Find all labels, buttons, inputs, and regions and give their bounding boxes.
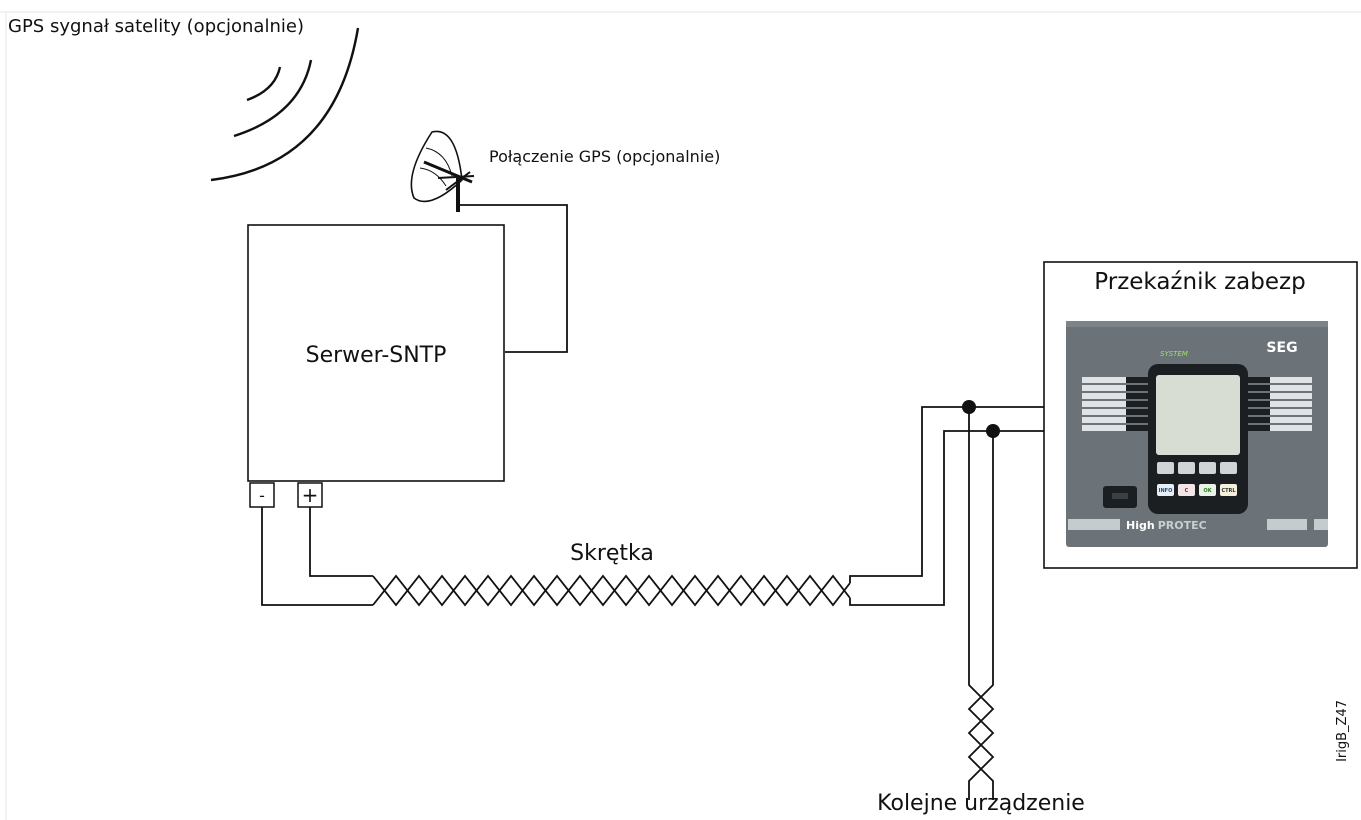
softkeys	[1157, 462, 1237, 474]
gps-antenna-icon	[410, 130, 475, 212]
protection-relay-label: Przekaźnik zabezp	[1094, 269, 1305, 295]
brand-logo: SEG	[1266, 340, 1297, 356]
left-led-connectors	[1126, 377, 1150, 431]
sntp-server-label: Serwer-SNTP	[306, 343, 447, 368]
figure-id-label: IrigB_Z47	[1335, 700, 1350, 762]
left-led-rows	[1082, 377, 1126, 431]
twisted-pair-label: Skrętka	[570, 541, 654, 566]
right-led-rows	[1270, 377, 1312, 431]
antenna-cable	[460, 204, 568, 353]
sntp-server-box	[247, 224, 505, 482]
lcd-screen	[1156, 375, 1240, 455]
relay-front-panel: SYSTEM SEG	[1066, 321, 1328, 547]
terminal-minus-label: -	[259, 486, 265, 505]
function-buttons: INFO C OK CTRL	[1157, 484, 1237, 496]
branch-twisted-pair	[967, 407, 995, 800]
right-led-connectors	[1246, 377, 1270, 431]
system-label: SYSTEM	[1160, 350, 1188, 358]
gps-signal-label: GPS sygnał satelity (opcjonalnie)	[8, 16, 304, 37]
bottom-strip-left	[1068, 519, 1120, 530]
terminal-plus-box	[297, 482, 323, 508]
satellite-signal-waves	[210, 27, 360, 182]
btn-c-label: C	[1185, 488, 1189, 494]
terminal-minus-box	[249, 482, 275, 508]
twisted-pair-cable	[261, 406, 1044, 607]
terminal-plus-label: +	[302, 483, 319, 507]
bottom-strip-right	[1267, 519, 1307, 530]
next-device-label: Kolejne urządzenie	[877, 791, 1085, 816]
gps-connection-label: Połączenie GPS (opcjonalnie)	[489, 147, 720, 166]
btn-ok-label: OK	[1203, 488, 1212, 494]
btn-ctrl-label: CTRL	[1221, 488, 1236, 494]
btn-info-label: INFO	[1159, 488, 1173, 494]
